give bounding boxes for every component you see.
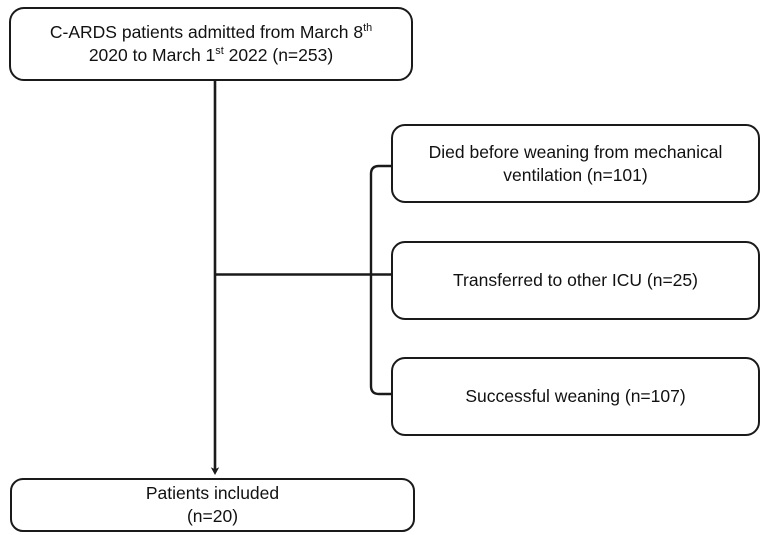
node-died-text: Died before weaning from mechanical vent… <box>428 141 723 185</box>
node-excluded-transferred: Transferred to other ICU (n=25) <box>391 241 760 320</box>
node-weaned-text: Successful weaning (n=107) <box>465 386 686 407</box>
node-transferred-text: Transferred to other ICU (n=25) <box>453 270 698 291</box>
superscript-th: th <box>363 22 373 35</box>
node-patients-included: Patients included (n=20) <box>10 478 415 532</box>
edge-branch-brace <box>369 164 391 396</box>
superscript-st: st <box>215 45 224 58</box>
node-excluded-successful-weaning: Successful weaning (n=107) <box>391 357 760 436</box>
node-included-text: Patients included (n=20) <box>145 483 280 526</box>
node-excluded-died: Died before weaning from mechanical vent… <box>391 124 760 203</box>
